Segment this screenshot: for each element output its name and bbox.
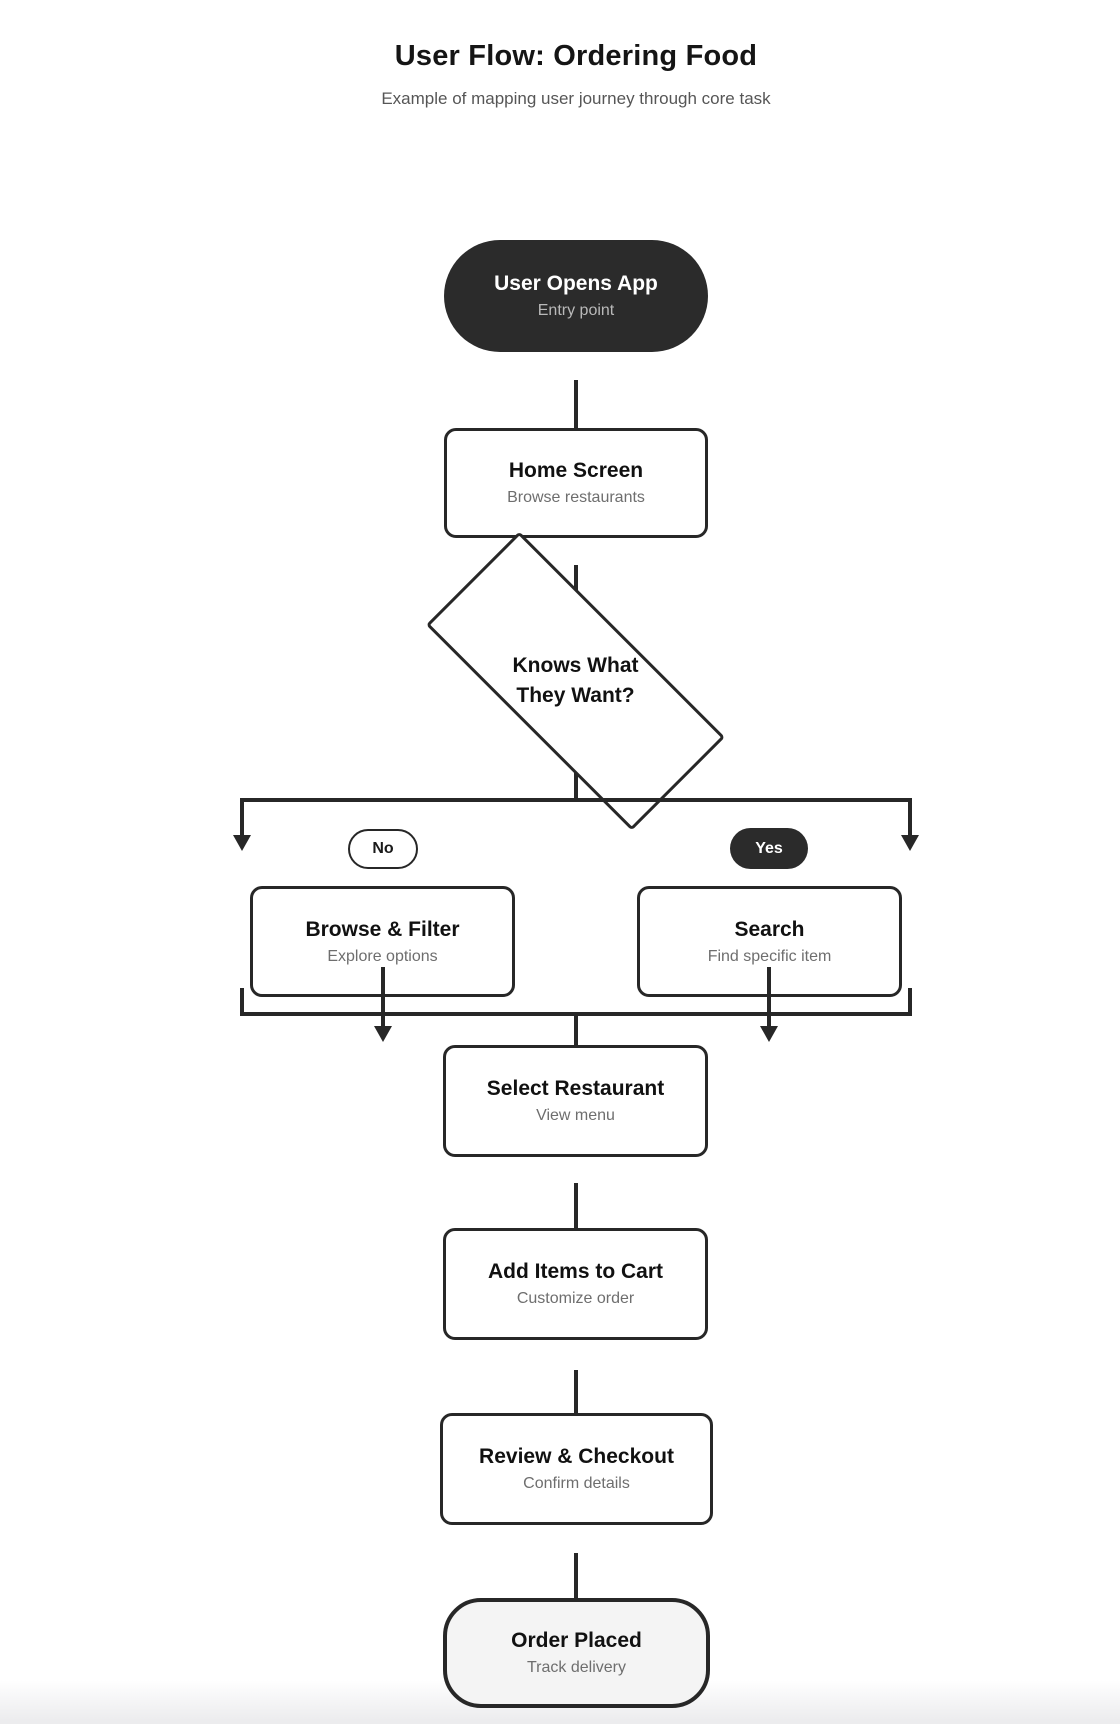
- merge-bar-left-stub: [240, 988, 244, 1016]
- node-subtitle: View menu: [536, 1107, 615, 1124]
- node-title: User Opens App: [494, 272, 658, 295]
- merge-bar-right-stub: [908, 988, 912, 1016]
- node-title: Order Placed: [511, 1629, 642, 1652]
- node-title: Search: [734, 917, 805, 941]
- node-title: Review & Checkout: [479, 1445, 674, 1468]
- node-select-restaurant: Select Restaurant View menu: [443, 1045, 708, 1157]
- arrow-down-icon: [233, 835, 251, 851]
- connector-browse-merge: [381, 967, 385, 1027]
- node-order-placed: Order Placed Track delivery: [443, 1598, 710, 1708]
- node-home-screen: Home Screen Browse restaurants: [444, 428, 708, 538]
- node-subtitle: Explore options: [327, 947, 438, 965]
- node-subtitle: Entry point: [537, 302, 615, 319]
- node-user-opens-app: User Opens App Entry point: [444, 240, 708, 352]
- node-subtitle: Track delivery: [527, 1659, 626, 1676]
- branch-label-no: No: [348, 829, 418, 869]
- node-subtitle: Find specific item: [707, 947, 832, 965]
- node-subtitle: Confirm details: [523, 1475, 630, 1492]
- decision-label: Knows What They Want?: [512, 653, 639, 707]
- connector-cart-review: [574, 1370, 578, 1413]
- node-subtitle: Browse restaurants: [507, 489, 645, 506]
- split-bar-left-drop: [240, 798, 244, 836]
- branch-label-yes: Yes: [730, 828, 808, 869]
- connector-search-merge: [767, 967, 771, 1027]
- node-subtitle: Customize order: [516, 1290, 635, 1307]
- connector-start-home: [574, 380, 578, 428]
- page-subtitle: Example of mapping user journey through …: [381, 89, 771, 108]
- node-review-checkout: Review & Checkout Confirm details: [440, 1413, 713, 1525]
- split-bar-right-drop: [908, 798, 912, 836]
- node-title: Browse & Filter: [305, 917, 460, 941]
- node-title: Select Restaurant: [486, 1077, 665, 1100]
- arrow-down-icon: [760, 1026, 778, 1042]
- node-title: Home Screen: [508, 459, 644, 482]
- connector-merge-select: [574, 1014, 578, 1047]
- split-bar: [240, 798, 912, 802]
- node-title: Add Items to Cart: [487, 1260, 663, 1283]
- merge-bar: [240, 1012, 912, 1016]
- arrow-down-icon: [374, 1026, 392, 1042]
- page-title: User Flow: Ordering Food: [394, 40, 758, 72]
- connector-select-cart: [574, 1183, 578, 1228]
- connector-review-placed: [574, 1553, 578, 1598]
- node-add-items-to-cart: Add Items to Cart Customize order: [443, 1228, 708, 1340]
- arrow-down-icon: [901, 835, 919, 851]
